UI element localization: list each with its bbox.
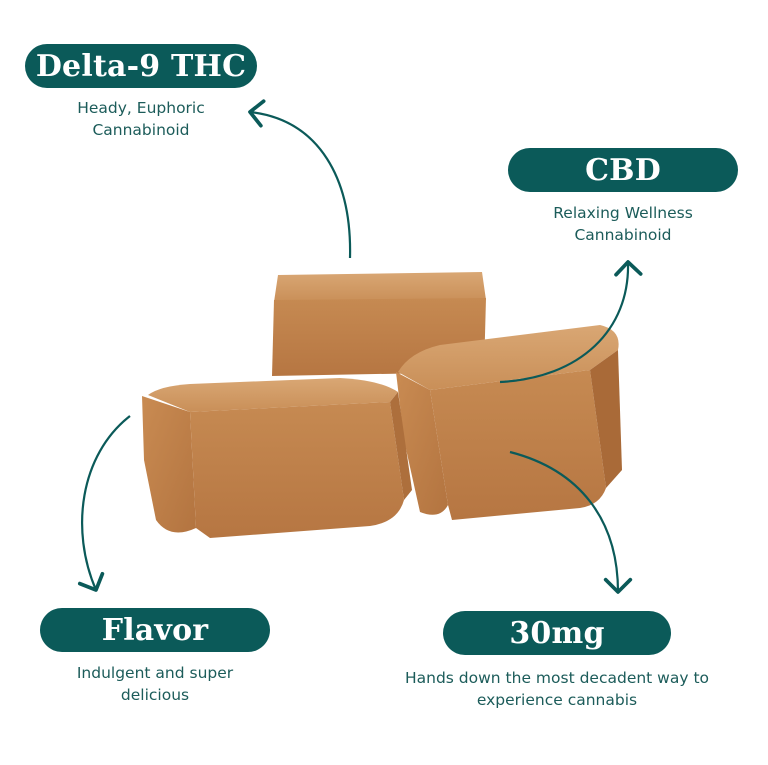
caramel-front-left <box>142 378 412 538</box>
flavor-desc-line-2: delicious <box>120 686 190 704</box>
arrow-to-cbd <box>499 260 643 384</box>
cbd-title: CBD <box>585 152 661 188</box>
flavor-title: Flavor <box>101 612 209 648</box>
flavor-pill: Flavor <box>40 608 270 652</box>
arrow-to-dose <box>509 450 633 594</box>
thc-desc-line-1: Heady, Euphoric <box>77 99 205 117</box>
thc-pill: Delta-9 THC <box>25 44 257 88</box>
cbd-description: Relaxing Wellness Cannabinoid <box>508 202 738 246</box>
flavor-description: Indulgent and super delicious <box>40 662 270 706</box>
cbd-pill: CBD <box>508 148 738 192</box>
thc-title: Delta-9 THC <box>35 48 247 84</box>
arrow-to-flavor <box>77 415 131 592</box>
dose-desc-line-2: experience cannabis <box>476 691 638 709</box>
dose-desc-line-1: Hands down the most decadent way to <box>404 669 710 687</box>
dose-description: Hands down the most decadent way to expe… <box>374 667 740 711</box>
cbd-desc-line-1: Relaxing Wellness <box>553 204 693 222</box>
flavor-desc-line-1: Indulgent and super <box>76 664 234 682</box>
dose-pill: 30mg <box>443 611 671 655</box>
caramel-right <box>396 325 622 520</box>
arrow-to-thc <box>248 99 352 259</box>
dose-title: 30mg <box>509 615 605 651</box>
thc-description: Heady, Euphoric Cannabinoid <box>25 97 257 141</box>
thc-desc-line-2: Cannabinoid <box>92 121 190 139</box>
cbd-desc-line-2: Cannabinoid <box>574 226 672 244</box>
